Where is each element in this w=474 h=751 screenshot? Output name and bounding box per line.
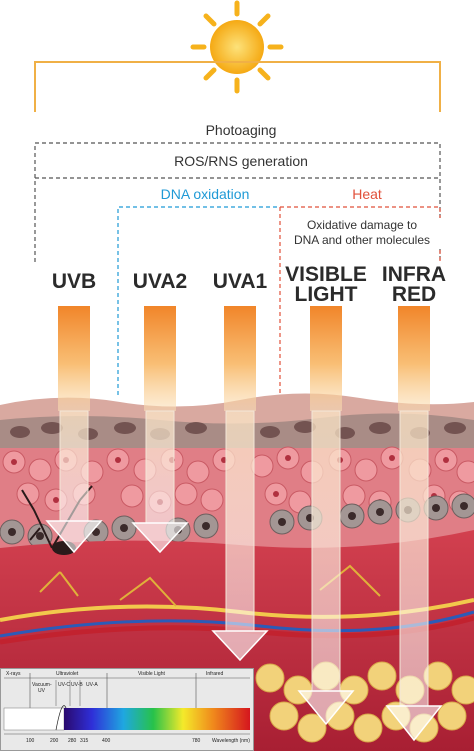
oxidative-damage-label: Oxidative damage to DNA and other molecu…: [282, 218, 442, 248]
photoaging-frame: [34, 61, 441, 112]
ros-bracket: [34, 177, 441, 262]
heat-label: Heat: [340, 186, 394, 202]
band-label-uvb: UVB: [34, 270, 114, 293]
band-label-visible-light: VISIBLE LIGHT: [280, 263, 372, 306]
spectrum-vacuum-uv-label-2: UV: [38, 688, 45, 694]
spectrum-visible-label: Visible Light: [138, 671, 165, 677]
dna-oxidation-label: DNA oxidation: [146, 186, 264, 202]
sun-icon: [190, 0, 284, 94]
spectrum-graphic: [0, 668, 254, 751]
spectrum-tick-100: 100: [26, 738, 35, 744]
spectrum-tick-400: 400: [102, 738, 111, 744]
photoaging-bracket: [34, 142, 441, 178]
dna-oxidation-bracket: [117, 206, 280, 395]
band-label-uva2-line1: UVA2: [132, 270, 188, 293]
spectrum-tick-280: 280: [68, 738, 77, 744]
ray-uva1: [211, 306, 269, 662]
spectrum-tick-315: 315: [80, 738, 89, 744]
photoaging-label: Photoaging: [187, 122, 295, 138]
ray-uvb: [45, 306, 103, 554]
ray-visible-light: [297, 306, 355, 726]
band-label-uva2: UVA2: [120, 270, 200, 293]
spectrum-uvb-label: UV-B: [71, 682, 83, 688]
ray-uva2: [131, 306, 189, 554]
spectrum-tick-780: 780: [192, 738, 201, 744]
spectrum-vacuum-uv-label-1: Vacuum-: [32, 682, 52, 688]
oxidative-damage-line2: DNA and other molecules: [293, 233, 431, 247]
spectrum-tick-200: 200: [50, 738, 59, 744]
band-label-uvb-line1: UVB: [51, 270, 97, 293]
spectrum-xrays-label: X-rays: [6, 671, 21, 677]
spectrum-uvc-label: UV-C: [58, 682, 70, 688]
ray-infrared: [385, 306, 443, 742]
band-label-visible-line1: VISIBLE: [285, 263, 367, 286]
band-label-infrared: INFRA RED: [372, 263, 456, 306]
band-label-infrared-line1: INFRA: [381, 263, 447, 286]
spectrum-uva-label: UV-A: [86, 682, 98, 688]
ros-generation-label: ROS/RNS generation: [162, 153, 320, 169]
spectrum-ultraviolet-label: Ultraviolet: [56, 671, 79, 677]
spectrum-infrared-label: Infrared: [206, 671, 224, 677]
band-label-uva1-line1: UVA1: [212, 270, 268, 293]
oxidative-damage-line1: Oxidative damage to: [306, 218, 418, 232]
spectrum-inset: X-rays Ultraviolet Visible Light Infrare…: [0, 668, 254, 751]
spectrum-axis-label: Wavelength (nm): [212, 738, 250, 744]
band-label-visible-line2: LIGHT: [294, 283, 358, 306]
band-label-infrared-line2: RED: [391, 283, 437, 306]
band-label-uva1: UVA1: [200, 270, 280, 293]
